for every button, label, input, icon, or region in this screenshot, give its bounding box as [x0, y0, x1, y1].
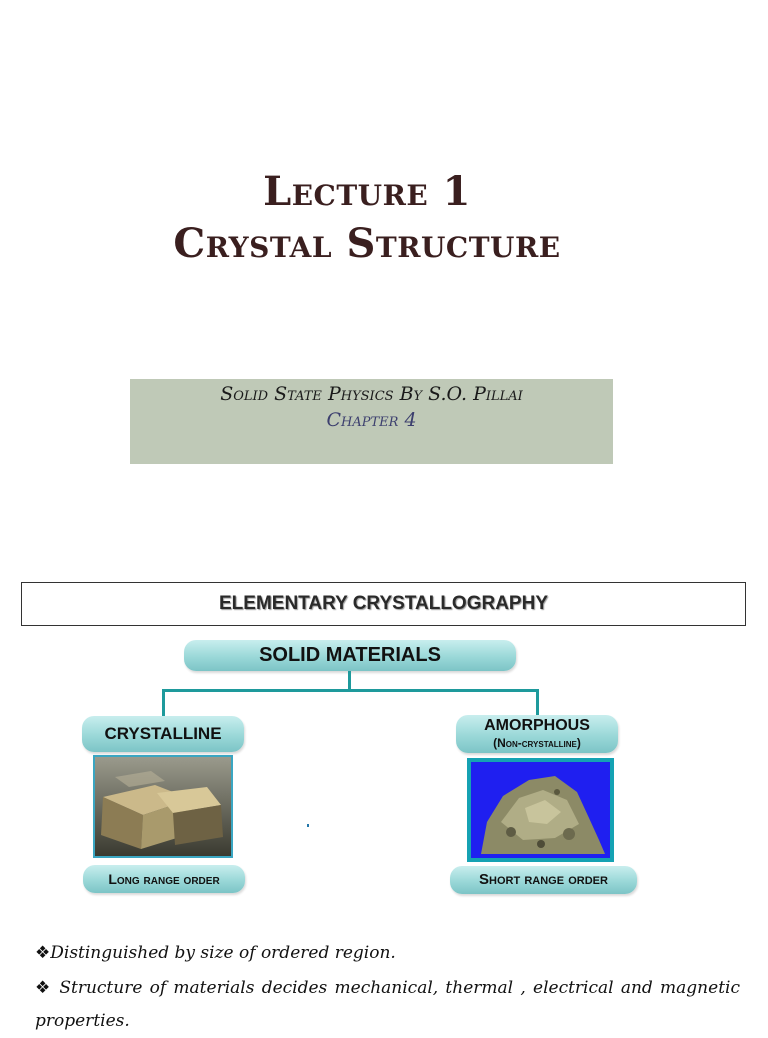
- bullet-text: Structure of materials decides mechanica…: [35, 978, 740, 1031]
- stray-dot: [307, 824, 309, 827]
- bullet-text: Distinguished by size of ordered region.: [50, 943, 396, 963]
- connector-right-branch: [536, 689, 539, 716]
- amorphous-label: AMORPHOUS: [484, 717, 590, 734]
- short-range-order-label: Short range order: [450, 866, 637, 894]
- node-crystalline: CRYSTALLINE: [82, 716, 244, 752]
- book-reference: Solid State Physics By S.O. Pillai: [220, 383, 523, 405]
- root-node-solid-materials: SOLID MATERIALS: [184, 640, 516, 671]
- chapter-reference: Chapter 4: [326, 409, 417, 431]
- bullet-item: ❖ Structure of materials decides mechani…: [35, 972, 740, 1038]
- diamond-bullet-icon: ❖: [35, 978, 53, 998]
- node-amorphous: AMORPHOUS (Non-crystalline): [456, 715, 618, 753]
- reference-box: Solid State Physics By S.O. Pillai Chapt…: [130, 379, 613, 464]
- amorphous-sample-image: [467, 758, 614, 862]
- connector-left-branch: [162, 689, 165, 717]
- long-range-order-label: Long range order: [83, 865, 245, 893]
- connector-horizontal: [162, 689, 539, 692]
- lecture-title: Lecture 1: [263, 168, 471, 215]
- connector-vertical-root: [348, 671, 351, 691]
- crystalline-sample-image: [93, 755, 233, 858]
- amorphous-sublabel: (Non-crystalline): [493, 736, 581, 750]
- section-header: ELEMENTARY CRYSTALLOGRAPHY: [21, 582, 746, 626]
- bullet-item: ❖Distinguished by size of ordered region…: [35, 937, 740, 970]
- lecture-subtitle: Crystal Structure: [173, 220, 561, 267]
- diamond-bullet-icon: ❖: [35, 943, 51, 963]
